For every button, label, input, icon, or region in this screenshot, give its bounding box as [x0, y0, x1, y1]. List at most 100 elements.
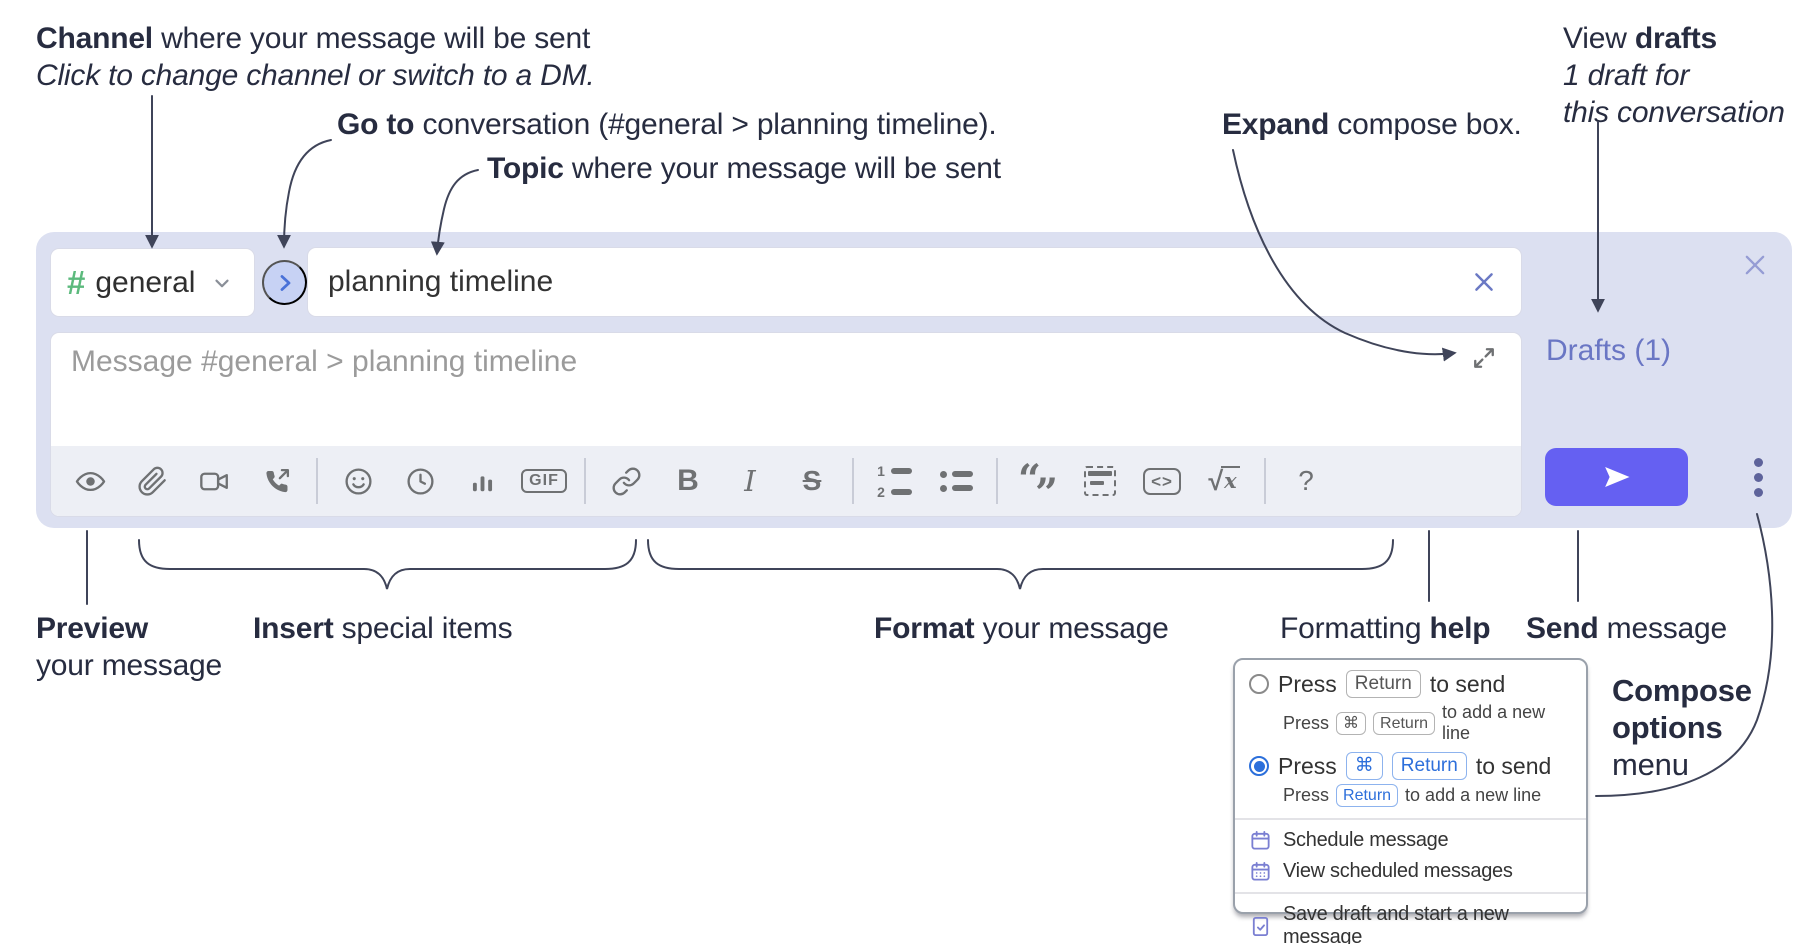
- audio-call-button[interactable]: [248, 453, 304, 509]
- math-x: x: [1221, 465, 1240, 493]
- menu-divider: [1235, 818, 1586, 820]
- send-annotation-rest: message: [1598, 612, 1728, 645]
- bold-button[interactable]: B: [660, 453, 716, 509]
- message-placeholder: Message #general > planning timeline: [71, 345, 578, 378]
- option-text: Press: [1278, 752, 1337, 779]
- goto-conversation-button[interactable]: [262, 260, 307, 305]
- key-cmd: ⌘: [1345, 752, 1383, 780]
- phone-outgoing-icon: [265, 468, 289, 492]
- italic-button[interactable]: I: [722, 453, 778, 509]
- compose-box: # general planning timeline Message #gen…: [36, 232, 1792, 528]
- preview-button[interactable]: [62, 453, 118, 509]
- time-button[interactable]: [392, 453, 448, 509]
- poll-button[interactable]: [454, 453, 510, 509]
- radio-selected-icon[interactable]: [1249, 756, 1269, 776]
- topic-annotation: Topic where your message will be sent: [487, 150, 1001, 187]
- drafts-annotation-regular: View: [1563, 22, 1635, 55]
- topic-input[interactable]: planning timeline: [307, 247, 1522, 317]
- sqrt-sign: √: [1208, 465, 1224, 496]
- preview-annotation: Preview your message: [36, 610, 222, 684]
- bold-icon: B: [677, 464, 699, 497]
- option-return-to-send[interactable]: Press Return to send: [1235, 668, 1586, 700]
- expand-annotation: Expand compose box.: [1222, 106, 1522, 143]
- sub-text: to add a new line: [1405, 785, 1542, 805]
- option-cmd-return-subtext: Press Return to add a new line: [1235, 782, 1586, 813]
- calendar-grid-icon: [1251, 861, 1270, 881]
- channel-annotation: Channel where your message will be sent …: [36, 20, 595, 94]
- goto-annotation-bold: Go to: [337, 108, 415, 141]
- gif-button[interactable]: GIF: [516, 453, 572, 509]
- sub-text: Press: [1283, 785, 1330, 805]
- list-number-2: 2: [877, 483, 885, 500]
- question-mark-icon: ?: [1298, 465, 1314, 496]
- formatting-help-button[interactable]: ?: [1278, 453, 1334, 509]
- menu-item-schedule-message[interactable]: Schedule message: [1235, 825, 1586, 856]
- calendar-icon: [1251, 830, 1270, 850]
- numbered-list-button[interactable]: 1 2: [866, 453, 922, 509]
- compose-options-line1: Compose: [1612, 673, 1752, 708]
- close-icon: [1475, 273, 1493, 291]
- toolbar-divider: [584, 458, 586, 504]
- sub-text: to add a new line: [1442, 702, 1546, 743]
- menu-item-save-draft[interactable]: Save draft and start a new message: [1235, 899, 1586, 944]
- code-button[interactable]: <>: [1134, 453, 1190, 509]
- goto-annotation-rest: conversation (#general > planning timeli…: [414, 108, 997, 141]
- send-annotation-bold: Send: [1526, 612, 1599, 645]
- send-icon: [1604, 467, 1629, 487]
- video-call-button[interactable]: [186, 453, 242, 509]
- bulleted-list-button[interactable]: [928, 453, 984, 509]
- spoiler-button[interactable]: [1072, 453, 1128, 509]
- drafts-annotation-line3: this conversation: [1563, 96, 1785, 129]
- eye-icon: [75, 471, 105, 491]
- menu-divider: [1235, 892, 1586, 894]
- channel-annotation-bold: Channel: [36, 22, 153, 55]
- help-annotation-bold: help: [1429, 612, 1491, 645]
- drafts-annotation: View drafts 1 draft for this conversatio…: [1563, 20, 1785, 131]
- channel-selector[interactable]: # general: [50, 248, 255, 317]
- strikethrough-button[interactable]: S: [784, 453, 840, 509]
- compose-options-button[interactable]: [1736, 450, 1780, 504]
- toolbar-divider: [316, 458, 318, 504]
- preview-annotation-line2: your message: [36, 649, 223, 682]
- close-compose-button[interactable]: [1740, 250, 1770, 280]
- chevron-down-icon: [211, 272, 233, 294]
- clear-topic-button[interactable]: [1467, 265, 1501, 299]
- quote-button[interactable]: “ ”: [1010, 453, 1066, 514]
- send-button[interactable]: [1545, 448, 1688, 506]
- close-icon: [1745, 255, 1765, 275]
- option-cmd-return-to-send[interactable]: Press ⌘ Return to send: [1235, 750, 1586, 782]
- message-input[interactable]: Message #general > planning timeline: [50, 332, 1522, 517]
- channel-name: general: [95, 265, 196, 299]
- channel-hash-icon: #: [67, 264, 86, 301]
- topic-input-value: planning timeline: [328, 265, 554, 298]
- key-return: Return: [1391, 752, 1467, 780]
- numbered-list-icon: 1 2: [876, 464, 912, 499]
- insert-annotation: Insert special items: [253, 610, 513, 647]
- help-annotation-regular: Formatting: [1280, 612, 1430, 645]
- link-button[interactable]: [598, 453, 654, 509]
- insert-annotation-rest: special items: [333, 612, 513, 645]
- gif-icon: GIF: [521, 469, 567, 493]
- toolbar-divider: [852, 458, 854, 504]
- toolbar-divider: [1264, 458, 1266, 504]
- attach-file-button[interactable]: [124, 453, 180, 509]
- math-button[interactable]: √x: [1196, 453, 1252, 509]
- drafts-annotation-bold: drafts: [1634, 22, 1717, 55]
- channel-annotation-line2: Click to change channel or switch to a D…: [36, 59, 595, 92]
- clock-icon: [406, 467, 434, 495]
- chevron-right-icon: [280, 274, 290, 291]
- radio-unselected-icon[interactable]: [1249, 674, 1269, 694]
- code-icon: <>: [1143, 467, 1181, 495]
- drafts-link[interactable]: Drafts (1): [1546, 334, 1672, 367]
- emoji-button[interactable]: [330, 453, 386, 509]
- menu-item-view-scheduled[interactable]: View scheduled messages: [1235, 856, 1586, 887]
- option-text: Press: [1278, 670, 1337, 697]
- ellipsis-dot: [1753, 472, 1763, 482]
- spoiler-icon: [1084, 466, 1116, 496]
- sub-text: Press: [1283, 712, 1330, 733]
- topic-annotation-rest: where your message will be sent: [563, 152, 1001, 185]
- expand-compose-button[interactable]: [1469, 343, 1499, 373]
- drafts-annotation-line2: 1 draft for: [1563, 59, 1690, 92]
- format-annotation-rest: your message: [974, 612, 1169, 645]
- ellipsis-dot: [1753, 487, 1763, 497]
